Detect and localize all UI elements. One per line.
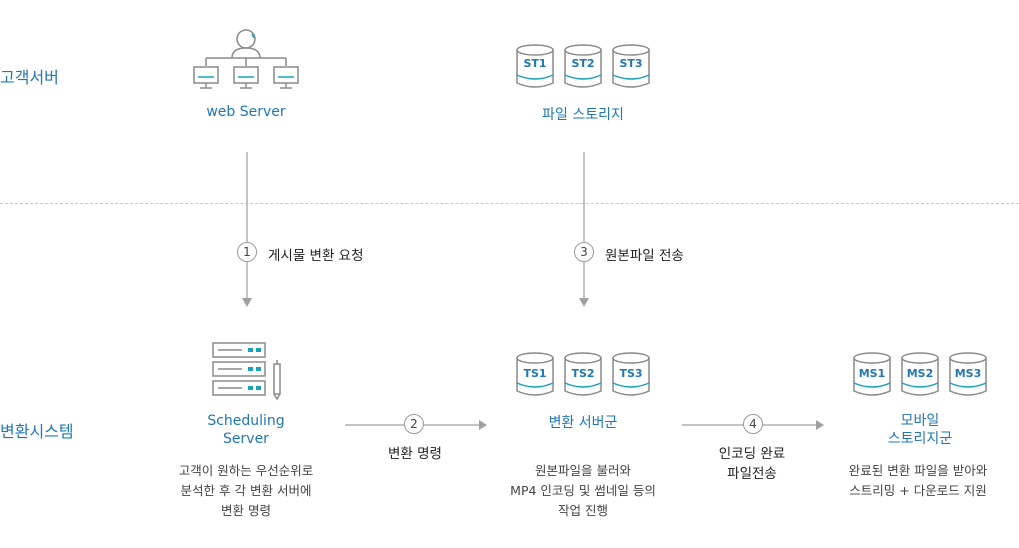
step-4-badge: 4 xyxy=(743,414,763,434)
storage-cylinder-icon xyxy=(612,352,650,396)
scheduling-server-description: 고객이 원하는 우선순위로 분석한 후 각 변환 서버에 변환 명령 xyxy=(146,461,346,521)
web-server-label: web Server xyxy=(206,104,286,120)
step-2-badge: 2 xyxy=(404,414,424,434)
description-line: 작업 진행 xyxy=(558,503,608,518)
description-line: 스트리밍 + 다운로드 지원 xyxy=(849,483,987,498)
step-4-label-line: 파일전송 xyxy=(727,466,777,482)
arrow-down-1 xyxy=(242,152,252,307)
conversion-group-description: 원본파일을 불러와 MP4 인코딩 및 썸네일 등의 작업 진행 xyxy=(483,461,683,521)
conversion-label: TS1 xyxy=(523,367,547,380)
description-line: 변환 명령 xyxy=(221,503,271,518)
description-line: 원본파일을 불러와 xyxy=(535,463,631,478)
storage-cylinder-icon xyxy=(516,352,554,396)
mobile-storage-label-line: 스토리지군 xyxy=(887,431,953,447)
storage-cylinder-icon xyxy=(949,352,987,396)
mobile-storage-group: MS1 MS2 MS3 xyxy=(852,352,992,400)
scheduling-server-label: Scheduling Server xyxy=(186,412,306,448)
web-server-network-icon xyxy=(193,29,299,89)
description-line: 분석한 후 각 변환 서버에 xyxy=(180,483,312,498)
mobile-storage-label: 모바일 스토리지군 xyxy=(860,412,980,448)
storage-cylinder-icon xyxy=(564,44,602,88)
conversion-label: TS2 xyxy=(571,367,595,380)
description-line: MP4 인코딩 및 썸네일 등의 xyxy=(510,483,656,498)
conversion-group-label: 변환 서버군 xyxy=(548,415,618,431)
mobile-label: MS1 xyxy=(858,367,886,380)
description-line: 고객이 원하는 우선순위로 xyxy=(178,463,314,478)
step-1-badge: 1 xyxy=(237,242,257,262)
storage-cylinder-icon xyxy=(564,352,602,396)
lane-label-customer: 고객서버 xyxy=(0,68,59,87)
storage-label: ST1 xyxy=(523,57,547,70)
description-line: 완료된 변환 파일을 받아와 xyxy=(848,463,988,478)
storage-cylinder-icon xyxy=(853,352,891,396)
step-2-label: 변환 명령 xyxy=(388,446,442,462)
step-4-label-line: 인코딩 완료 xyxy=(718,446,786,462)
step-3-label: 원본파일 전송 xyxy=(605,248,684,264)
step-4-label: 인코딩 완료 파일전송 xyxy=(702,444,802,484)
scheduling-server-icon xyxy=(212,342,281,401)
storage-label: ST2 xyxy=(571,57,595,70)
storage-cylinder-icon xyxy=(901,352,939,396)
storage-cylinder-icon xyxy=(516,44,554,88)
arrow-down-3 xyxy=(579,152,589,307)
mobile-label: MS2 xyxy=(906,367,934,380)
scheduling-server-label-line: Server xyxy=(223,431,269,447)
mobile-storage-label-line: 모바일 xyxy=(900,413,940,429)
mobile-label: MS3 xyxy=(954,367,982,380)
lane-label-system: 변환시스템 xyxy=(0,422,74,441)
storage-label: ST3 xyxy=(619,57,643,70)
scheduling-server-label-line: Scheduling xyxy=(207,413,285,429)
step-1-label: 게시물 변환 요청 xyxy=(268,248,364,264)
mobile-storage-description: 완료된 변환 파일을 받아와 스트리밍 + 다운로드 지원 xyxy=(818,461,1018,501)
file-storage-label: 파일 스토리지 xyxy=(542,107,624,123)
file-storage-group: ST1 ST2 ST3 xyxy=(515,44,655,92)
storage-cylinder-icon xyxy=(612,44,650,88)
lane-divider xyxy=(0,203,1019,204)
conversion-label: TS3 xyxy=(619,367,643,380)
step-3-badge: 3 xyxy=(574,242,594,262)
conversion-server-group: TS1 TS2 TS3 xyxy=(515,352,655,400)
